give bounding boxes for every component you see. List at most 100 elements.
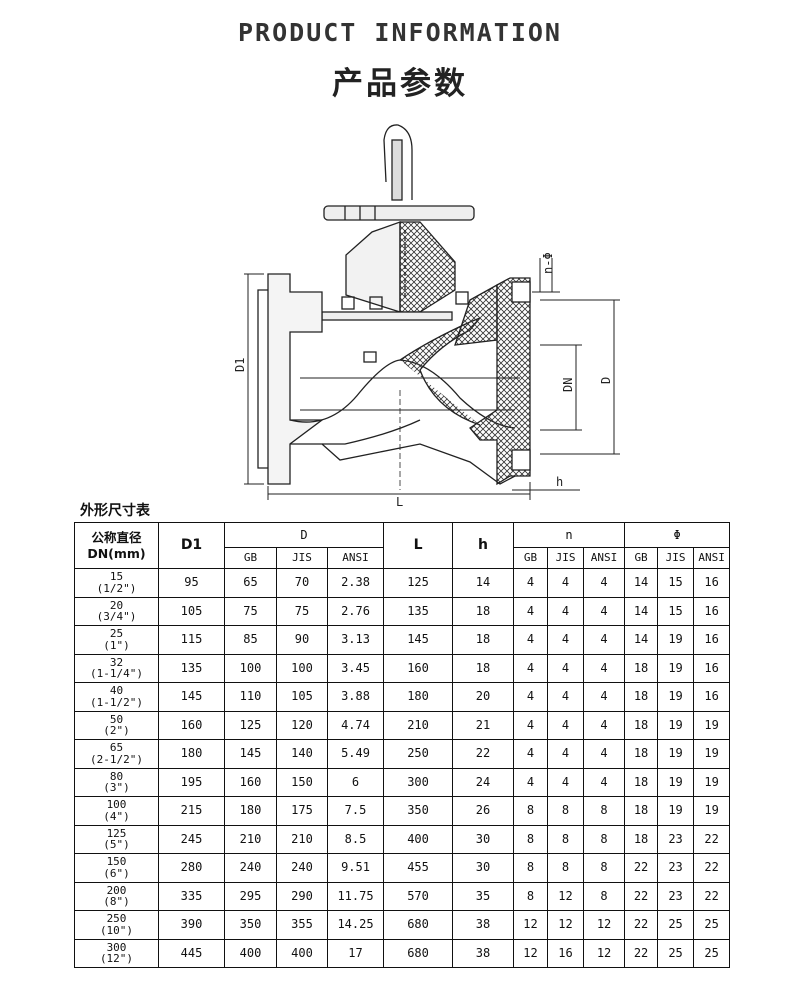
cell-h: 14 [452, 568, 515, 598]
cell-d-gb: 160 [224, 767, 277, 797]
cell-h: 18 [452, 625, 515, 655]
header-d: D [223, 522, 385, 548]
cell-d-gb: 75 [224, 596, 277, 626]
cell-n-jis: 4 [547, 568, 585, 598]
dn-inch: (1-1/2") [90, 695, 143, 709]
cell-dn: 50(2") [74, 710, 159, 740]
cell-d-ansi: 2.38 [326, 568, 385, 598]
cell-phi-ansi: 25 [693, 910, 731, 940]
cell-d-gb: 100 [224, 653, 277, 683]
title-chinese: 产品参数 [332, 66, 468, 102]
cell-dn: 150(6") [74, 853, 159, 883]
cell-l: 680 [383, 938, 454, 968]
cell-n-gb: 4 [513, 653, 549, 683]
cell-d1: 115 [158, 625, 225, 655]
cell-n-jis: 8 [547, 853, 585, 883]
cell-phi-jis: 25 [657, 910, 695, 940]
cell-n-jis: 4 [547, 653, 585, 683]
cell-l: 300 [383, 767, 454, 797]
cell-phi-gb: 22 [624, 853, 659, 883]
cell-d-gb: 400 [224, 938, 277, 968]
cell-dn: 40(1-1/2") [74, 682, 159, 712]
header-phi-ansi: ANSI [693, 547, 731, 569]
cell-d1: 390 [158, 910, 225, 940]
cell-dn: 15(1/2") [74, 568, 159, 598]
cell-n-gb: 4 [513, 682, 549, 712]
valve-section-drawing: D1 L DN D n-Φ h [233, 124, 620, 509]
cell-d-ansi: 7.5 [326, 796, 385, 826]
cell-d1: 195 [158, 767, 225, 797]
cell-d-jis: 90 [276, 625, 328, 655]
cell-phi-ansi: 16 [693, 653, 731, 683]
cell-n-gb: 4 [513, 568, 549, 598]
cell-n-ansi: 8 [583, 853, 626, 883]
header-phi: Φ [624, 522, 731, 548]
cell-h: 38 [452, 910, 515, 940]
cell-d1: 160 [158, 710, 225, 740]
cell-phi-jis: 19 [657, 767, 695, 797]
cell-phi-ansi: 19 [693, 710, 731, 740]
cell-phi-jis: 19 [657, 682, 695, 712]
label-h: h [556, 475, 563, 489]
cell-h: 18 [452, 596, 515, 626]
header-d1: D1 [158, 522, 225, 569]
cell-d-ansi: 11.75 [326, 881, 385, 911]
header-n-ansi: ANSI [583, 547, 626, 569]
cell-phi-ansi: 19 [693, 767, 731, 797]
cell-d-jis: 290 [276, 881, 328, 911]
cell-h: 30 [452, 853, 515, 883]
cell-phi-jis: 23 [657, 824, 695, 854]
cell-l: 135 [383, 596, 454, 626]
cell-phi-jis: 23 [657, 853, 695, 883]
cell-h: 20 [452, 682, 515, 712]
cell-h: 24 [452, 767, 515, 797]
cell-phi-jis: 19 [657, 796, 695, 826]
cell-l: 400 [383, 824, 454, 854]
header-n-jis: JIS [547, 547, 585, 569]
cell-d-gb: 85 [224, 625, 277, 655]
cell-d-ansi: 17 [326, 938, 385, 968]
cell-n-ansi: 4 [583, 682, 626, 712]
cell-phi-ansi: 25 [693, 938, 731, 968]
dimension-table: 公称直径 DN(mm) D1 D L h n Φ GB JIS ANSI GB … [74, 522, 731, 968]
cell-phi-gb: 22 [624, 881, 659, 911]
cell-n-gb: 4 [513, 625, 549, 655]
dn-inch: (12") [99, 952, 134, 966]
dn-mm: 65 [109, 741, 124, 755]
cell-d1: 180 [158, 739, 225, 769]
cell-phi-gb: 22 [624, 938, 659, 968]
cell-d1: 215 [158, 796, 225, 826]
cell-d1: 445 [158, 938, 225, 968]
right-flange [469, 277, 531, 486]
dn-mm: 80 [109, 769, 124, 783]
dn-inch: (2-1/2") [90, 752, 143, 766]
dn-mm: 15 [109, 570, 124, 584]
dn-inch: (10") [99, 923, 134, 937]
cell-d1: 145 [158, 682, 225, 712]
cell-d1: 135 [158, 653, 225, 683]
cell-phi-jis: 19 [657, 625, 695, 655]
header-phi-jis: JIS [657, 547, 695, 569]
cell-phi-ansi: 19 [693, 796, 731, 826]
cell-l: 180 [383, 682, 454, 712]
cell-d1: 95 [158, 568, 225, 598]
cell-h: 18 [452, 653, 515, 683]
dim-dn [540, 344, 582, 431]
cell-h: 38 [452, 938, 515, 968]
cell-l: 570 [383, 881, 454, 911]
cell-phi-jis: 19 [657, 739, 695, 769]
cell-d-ansi: 5.49 [326, 739, 385, 769]
cell-dn: 200(8") [74, 881, 159, 911]
dn-mm: 40 [109, 684, 124, 698]
table-caption: 外形尺寸表 [80, 503, 150, 519]
bonnet [345, 221, 401, 313]
dn-inch: (1/2") [96, 581, 137, 595]
cell-phi-ansi: 16 [693, 568, 731, 598]
header-l: L [383, 522, 454, 569]
cell-l: 160 [383, 653, 454, 683]
title-english: PRODUCT INFORMATION [238, 18, 562, 47]
cell-n-ansi: 4 [583, 568, 626, 598]
